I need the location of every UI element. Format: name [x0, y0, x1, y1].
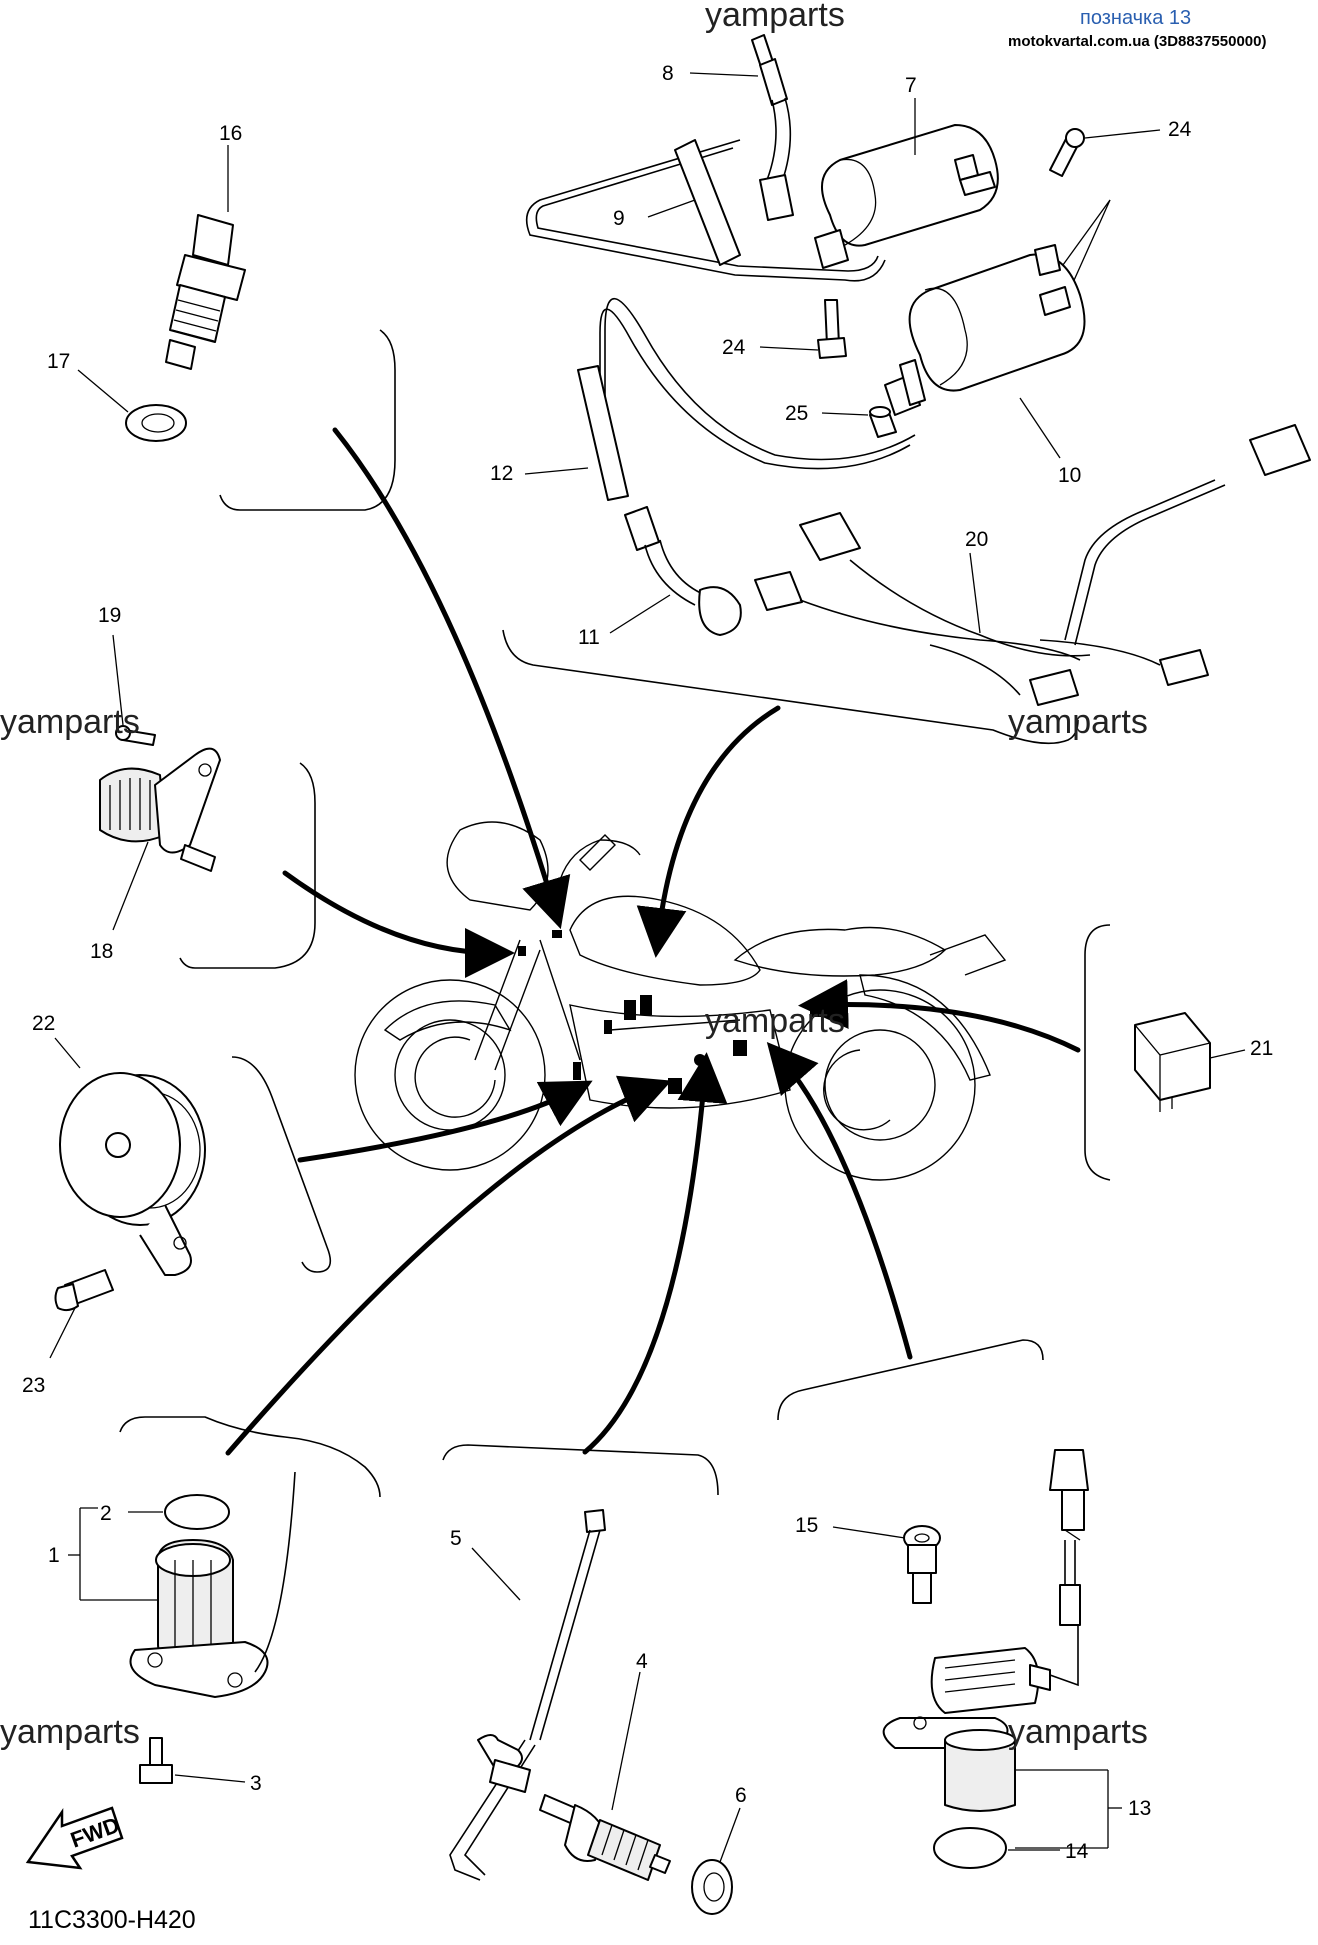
part-7-ignition-coil: [814, 124, 999, 269]
part-20-wire-harness: [754, 424, 1311, 706]
callout-13: 13: [1128, 1797, 1151, 1820]
callout-12: 12: [490, 462, 513, 485]
callout-7: 7: [905, 74, 917, 97]
callout-18: 18: [90, 940, 113, 963]
callout-20: 20: [965, 528, 988, 551]
part-14-o-ring: [933, 1827, 1007, 1869]
callout-14: 14: [1065, 1840, 1089, 1863]
watermark: yamparts: [705, 0, 845, 34]
callout-23: 23: [22, 1374, 45, 1397]
header-label: позначка 13: [1080, 7, 1191, 29]
callout-19: 19: [98, 604, 121, 627]
part-17-gasket: [125, 404, 187, 442]
part-1-speed-sensor: [129, 1471, 296, 1698]
callout-4: 4: [636, 1650, 648, 1673]
callout-1: 1: [48, 1544, 60, 1567]
callout-9: 9: [613, 207, 625, 230]
part-12-lead-outer: [604, 298, 916, 461]
callout-25: 25: [785, 402, 808, 425]
part-10-ignition-coil: [884, 244, 1086, 416]
part-9-hose-inner: [535, 147, 879, 272]
part-6-washer: [691, 1859, 733, 1915]
part-16-thermo-switch: [165, 214, 246, 370]
callout-22: 22: [32, 1012, 55, 1035]
callout-24-middle: 24: [722, 336, 746, 359]
watermark: yamparts: [0, 1713, 140, 1751]
callout-21: 21: [1250, 1037, 1273, 1060]
callout-8: 8: [662, 62, 674, 85]
part-12-lead-inner: [599, 308, 911, 470]
callout-3: 3: [250, 1772, 262, 1795]
part-8-plug-cap: [751, 34, 794, 221]
part-23-bolt: [54, 1269, 114, 1312]
part-15-bolt: [903, 1525, 941, 1604]
part-25-spacer: [869, 406, 897, 438]
part-2-o-ring: [164, 1494, 230, 1530]
connector-lines: [119, 329, 1111, 1498]
part-5-cable: [449, 1509, 606, 1881]
watermark: yamparts: [1008, 703, 1148, 741]
fwd-arrow-icon: FWD: [25, 1806, 124, 1870]
part-24-screw-middle: [817, 299, 847, 359]
part-12-lead-section: [577, 365, 629, 501]
callout-16: 16: [219, 122, 242, 145]
callout-24-top: 24: [1168, 118, 1192, 141]
part-4-switch: [539, 1794, 671, 1881]
watermark: yamparts: [1008, 1713, 1148, 1751]
callout-17: 17: [47, 350, 70, 373]
part-24-screw-top: [1049, 128, 1085, 177]
watermark: yamparts: [705, 1002, 845, 1040]
part-22-horn: [59, 1072, 206, 1276]
part-11-plug-cap: [624, 506, 742, 636]
watermark: yamparts: [0, 703, 140, 741]
callout-11: 11: [578, 626, 600, 649]
callout-5: 5: [450, 1527, 462, 1550]
callout-6: 6: [735, 1784, 747, 1807]
part-21-relay: [1134, 1012, 1211, 1112]
header-source: motokvartal.com.ua (3D8837550000): [1008, 33, 1266, 50]
part-18-sensor: [99, 747, 221, 872]
motorcycle-silhouette: [354, 821, 1007, 1181]
diagram-code: 11C3300-H420: [28, 1906, 196, 1934]
callout-15: 15: [795, 1514, 818, 1537]
part-9-hose-section: [674, 139, 741, 266]
part-9-hose-outer: [525, 139, 886, 282]
callout-10: 10: [1058, 464, 1081, 487]
callout-2: 2: [100, 1502, 112, 1525]
part-13-sensor: [882, 1449, 1089, 1812]
part-19-screw: [115, 725, 156, 746]
part-3-bolt: [139, 1737, 173, 1784]
